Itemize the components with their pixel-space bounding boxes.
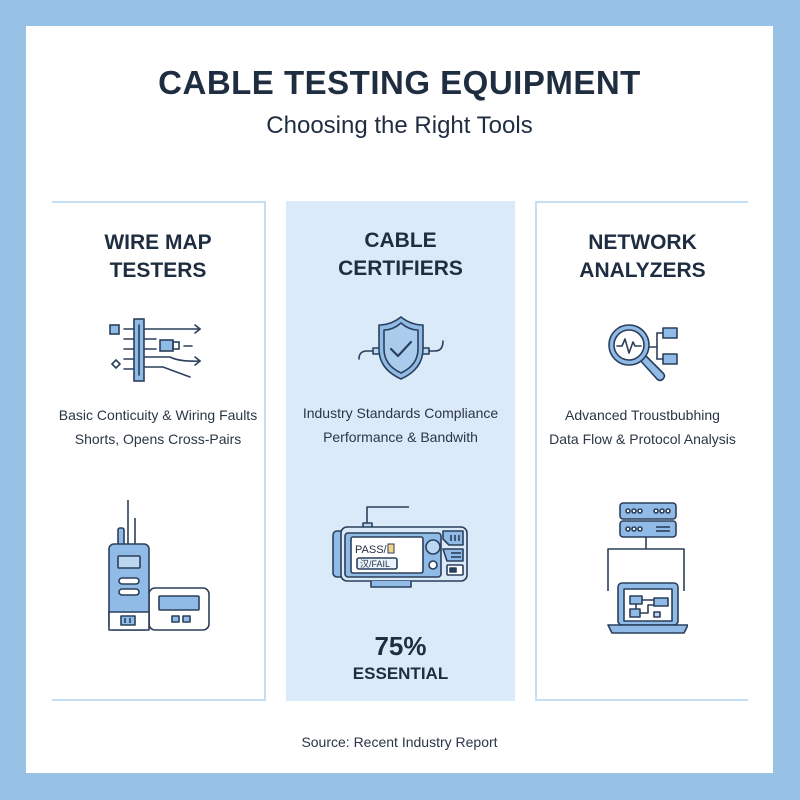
page-subtitle: Choosing the Right Tools <box>266 112 533 139</box>
magnifier-waveform-icon <box>603 315 683 385</box>
panel-description: Industry Standards Compliance Performanc… <box>286 401 515 449</box>
certifier-device-icon: PASS/ 汉/FAIL <box>331 499 471 589</box>
essential-stat: 75% ESSENTIAL <box>286 631 515 687</box>
shield-check-icon <box>351 313 451 383</box>
panel-description: Basic Conticuity & Wiring Faults Shorts,… <box>52 403 264 451</box>
panel-wire-map-testers: WIRE MAP TESTERS <box>52 201 266 701</box>
panel-description: Advanced Troustbubhing Data Flow & Proto… <box>537 403 748 451</box>
stat-label: ESSENTIAL <box>352 664 449 683</box>
panel-network-analyzers: NETWORK ANALYZERS Advanced <box>535 201 748 701</box>
device-screen-pass: PASS/ <box>355 544 388 556</box>
panel-title-line: NETWORK <box>588 231 697 254</box>
panel-title-line: TESTERS <box>109 259 207 282</box>
description-line: Industry Standards Compliance <box>302 405 499 421</box>
stat-value: 75% <box>374 631 427 661</box>
device-screen-fail: 汉/FAIL <box>360 559 390 569</box>
panel-title: WIRE MAP TESTERS <box>52 229 264 285</box>
panel-title-line: CERTIFIERS <box>338 257 463 280</box>
panel-title-line: WIRE MAP <box>104 231 212 254</box>
panel-cable-certifiers: CABLE CERTIFIERS Industry Standards Comp… <box>286 201 515 701</box>
handheld-tester-with-remote-icon <box>103 496 213 636</box>
description-line: Advanced Troustbubhing <box>565 407 720 423</box>
server-laptop-icon <box>598 495 688 635</box>
panel-title-line: ANALYZERS <box>579 259 706 282</box>
description-line: Performance & Bandwith <box>323 429 478 445</box>
description-line: Shorts, Opens Cross-Pairs <box>74 431 242 447</box>
panel-title-line: CABLE <box>364 229 437 252</box>
source-citation: Source: Recent Industry Report <box>301 734 498 750</box>
wire-map-diagram-icon <box>108 315 208 385</box>
panel-title: CABLE CERTIFIERS <box>286 227 515 283</box>
description-line: Data Flow & Protocol Analysis <box>549 431 736 447</box>
page-title: CABLE TESTING EQUIPMENT <box>158 64 641 101</box>
description-line: Basic Conticuity & Wiring Faults <box>58 407 258 423</box>
panel-title: NETWORK ANALYZERS <box>537 229 748 285</box>
infographic-card: CABLE TESTING EQUIPMENT Choosing the Rig… <box>26 26 773 773</box>
